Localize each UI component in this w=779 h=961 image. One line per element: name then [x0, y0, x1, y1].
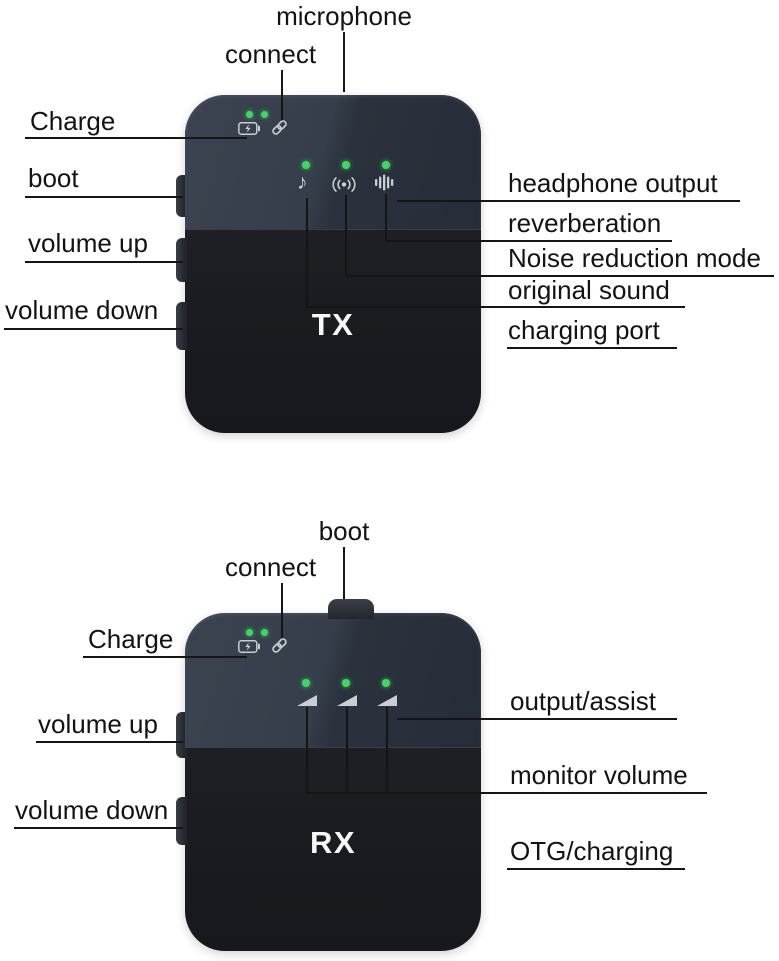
tx-device-label: TX: [311, 307, 355, 342]
callout-charging-port: charging port: [508, 315, 660, 345]
callout-connect: connect: [225, 552, 317, 582]
rx-connect-leader-line: [281, 583, 283, 638]
tx-charge-leader-line: [25, 137, 247, 139]
callout-original-sound: original sound: [508, 275, 670, 305]
tx-charge-led: [246, 111, 253, 118]
rx-monitor-volume-leader-line: [306, 707, 308, 792]
rx-charge-led: [246, 629, 253, 636]
callout-headphone-output: headphone output: [508, 168, 718, 198]
rx-device-label: RX: [309, 825, 357, 860]
tx-volume-up-leader-line: [25, 261, 183, 263]
tx-noise-reduction-leader-line: [345, 275, 774, 277]
callout-boot: boot: [28, 163, 79, 193]
callout-charge: Charge: [30, 106, 116, 136]
volume-wedge-icon: [336, 694, 358, 712]
tx-original-sound-leader-line: [306, 306, 685, 308]
callout-boot: boot: [318, 516, 370, 546]
rx-monitor-volume-leader-line: [306, 792, 707, 794]
tx-microphone-leader-line: [343, 32, 345, 92]
rx-receiver-device: RX: [176, 599, 481, 951]
rx-volume-down-button: [176, 797, 187, 845]
volume-wedge-icon: [376, 694, 398, 712]
callout-noise-reduction-mode: Noise reduction mode: [508, 243, 761, 273]
rx-output-assist-leader-line: [397, 718, 677, 720]
callout-microphone: microphone: [276, 1, 412, 31]
tx-volume-up-button: [176, 238, 187, 282]
tx-noise-reduction-leader-line: [345, 195, 347, 275]
callout-charge: Charge: [88, 624, 174, 654]
callout-otg-charging: OTG/charging: [510, 836, 674, 866]
callout-connect: connect: [225, 39, 317, 69]
rx-boot-button: [328, 599, 374, 619]
callout-volume-down: volume down: [15, 795, 169, 825]
tx-charging-port-leader-line: [507, 347, 677, 349]
tx-headphone-leader-line: [397, 200, 740, 202]
battery-charge-icon: [238, 640, 260, 658]
rx-monitor-led-1: [302, 679, 310, 687]
tx-original-sound-leader-line: [306, 198, 308, 306]
tx-top-panel: ♪: [185, 95, 481, 229]
tx-reverberation-led: [382, 161, 390, 169]
tx-boot-leader-line: [25, 196, 183, 198]
rx-boot-leader-line: [343, 547, 345, 599]
rx-charge-leader-line: [83, 656, 247, 658]
tx-connect-led: [261, 111, 268, 118]
tx-volume-down-leader-line: [4, 328, 183, 330]
battery-charge-icon: [238, 122, 260, 140]
sound-bars-icon: [375, 174, 395, 196]
rx-monitor-led-3: [382, 679, 390, 687]
callout-output-assist: output/assist: [510, 686, 656, 716]
broadcast-icon: [331, 177, 357, 197]
link-icon: [271, 119, 288, 141]
volume-wedge-icon: [296, 694, 318, 712]
callout-reverberation: reverberation: [508, 208, 662, 238]
rx-volume-up-button: [176, 712, 187, 758]
tx-reverberation-leader-line: [385, 194, 387, 240]
rx-otg-charging-leader-line: [507, 868, 685, 870]
tx-connect-leader-line: [281, 70, 283, 120]
rx-monitor-led-2: [342, 679, 350, 687]
rx-top-panel: [185, 613, 481, 747]
tx-transmitter-device: ♪ TX: [176, 95, 481, 433]
link-icon: [271, 637, 288, 659]
callout-monitor-volume: monitor volume: [510, 760, 688, 790]
tx-noise-reduction-led: [342, 161, 350, 169]
callout-volume-down: volume down: [5, 295, 159, 325]
tx-volume-down-button: [176, 302, 187, 350]
music-note-icon: ♪: [297, 171, 308, 194]
rx-connect-led: [261, 629, 268, 636]
callout-volume-up: volume up: [28, 228, 148, 258]
rx-monitor-volume-leader-line: [346, 707, 348, 792]
tx-original-sound-led: [302, 161, 310, 169]
rx-volume-up-leader-line: [36, 741, 183, 743]
rx-volume-down-leader-line: [14, 827, 183, 829]
rx-monitor-volume-leader-line: [386, 707, 388, 792]
tx-reverberation-leader-line: [385, 240, 672, 242]
callout-volume-up: volume up: [38, 709, 158, 739]
